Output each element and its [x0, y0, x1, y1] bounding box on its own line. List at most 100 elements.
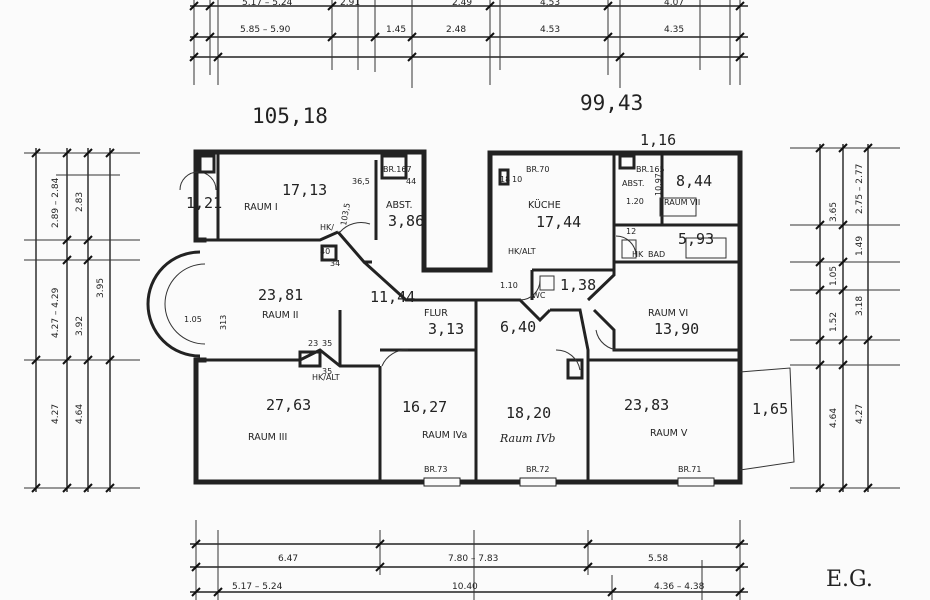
bottom-dim-2-2: 10.40	[452, 582, 478, 592]
room-3-area: 27,63	[266, 396, 311, 414]
br-70: BR.70	[526, 165, 549, 174]
total-right: 99,43	[580, 91, 643, 115]
left-dim-2: 2.83	[75, 192, 85, 212]
br-71: BR.71	[678, 465, 701, 474]
bath-area: 5,93	[678, 230, 714, 248]
top-dim-2-1: 5.85 – 5.90	[240, 25, 291, 35]
right-dim-5: 1.52	[829, 312, 839, 332]
label-35b: 35	[322, 367, 332, 376]
top-dim-2-4: 4.53	[540, 25, 560, 35]
terrace-area: 1,65	[752, 400, 788, 418]
right-dim-6: 3.18	[855, 296, 865, 316]
bottom-dim-2-1: 5.17 – 5.24	[232, 582, 283, 592]
kitchen-area: 17,44	[536, 213, 581, 231]
floor-stamp: E.G.	[826, 567, 873, 592]
hk-b: HK	[632, 250, 644, 259]
label-35a: 35	[322, 339, 332, 348]
top-dim-1-2: 2.91	[340, 0, 360, 8]
right-dimension-chains: 3.65 2.75 – 2.77 1.49 1.05 1.52 3.18 4.6…	[790, 143, 900, 493]
bottom-dim-1-2: 7.80 – 7.83	[448, 554, 498, 564]
label-1097: 10.97	[654, 173, 663, 196]
abst-1-area: 3,86	[388, 212, 424, 230]
label-110: 1.10	[500, 281, 518, 290]
room-4b-area: 18,20	[506, 404, 551, 422]
label-313: 313	[219, 315, 228, 330]
hk-a: HK/	[320, 223, 334, 232]
label-34: 34	[330, 259, 340, 268]
hk-alt-b: HK/ALT	[312, 373, 340, 382]
label-120: 1.20	[626, 197, 644, 206]
room-2-area: 23,81	[258, 286, 303, 304]
left-dim-1: 2.89 – 2.84	[51, 177, 61, 228]
br-167: BR.167	[383, 165, 412, 174]
bath-name: BAD	[648, 250, 665, 259]
room-1-name: RAUM I	[244, 202, 278, 213]
top-dim-2-5: 4.35	[664, 25, 684, 35]
kitchen-name: KÜCHE	[528, 200, 561, 211]
label-365: 36,5	[352, 177, 370, 186]
room-2-name: RAUM II	[262, 310, 299, 321]
room-4b-name: Raum IVb	[499, 432, 555, 445]
top-dim-1-1: 5.17 – 5.24	[242, 0, 293, 8]
room-3-name: RAUM III	[248, 432, 287, 443]
top-dim-2-3: 2.48	[446, 25, 466, 35]
total-small: 1,16	[640, 131, 676, 149]
annotations: BR.167 BR.70 BR.165 BR.73 BR.72 BR.71 HK…	[184, 165, 701, 474]
br-73: BR.73	[424, 465, 447, 474]
label-44: 44	[406, 177, 416, 186]
label-18: 18	[500, 175, 510, 184]
lobby-area: 6,40	[500, 318, 536, 336]
br-165: BR.165	[636, 165, 665, 174]
bottom-dimension-chains: 6.47 7.80 – 7.83 5.58 5.17 – 5.24 10.40 …	[190, 520, 748, 600]
room-labels: 1,21 17,13 RAUM I ABST. 3,86 23,81 RAUM …	[186, 172, 788, 445]
top-dim-1-5: 4.07	[664, 0, 684, 8]
room-5-area: 23,83	[624, 396, 669, 414]
br-72: BR.72	[526, 465, 549, 474]
top-dim-2-2: 1.45	[386, 25, 406, 35]
top-dim-1-3: 2.49	[452, 0, 472, 8]
label-12: 12	[626, 227, 636, 236]
right-dim-8: 4.27	[855, 404, 865, 424]
hall-area: 11,44	[370, 288, 415, 306]
left-dim-5: 3.95	[96, 278, 106, 298]
left-dim-6: 4.27	[51, 404, 61, 424]
flur-area: 3,13	[428, 320, 464, 338]
room-4a-area: 16,27	[402, 398, 447, 416]
wc-name: WC	[532, 291, 546, 300]
right-dim-3: 1.49	[855, 236, 865, 256]
room-5-name: RAUM V	[650, 428, 688, 439]
bottom-dim-2-3: 4.36 – 4.38	[654, 582, 705, 592]
room-1-area: 17,13	[282, 181, 327, 199]
room-6-name: RAUM VI	[648, 308, 688, 319]
top-dim-1-4: 4.53	[540, 0, 560, 8]
abst-1-name: ABST.	[386, 200, 413, 211]
right-dim-2: 2.75 – 2.77	[855, 164, 865, 214]
room-7-name: RAUM VII	[664, 198, 700, 207]
bay-area: 1,21	[186, 194, 222, 212]
right-dim-7: 4.64	[829, 408, 839, 428]
top-dimension-chains: 5.17 – 5.24 2.91 2.49 4.53 4.07 5.85 – 5…	[189, 0, 748, 88]
right-dim-4: 1.05	[829, 266, 839, 286]
bottom-dim-1-1: 6.47	[278, 554, 298, 564]
label-105: 1.05	[184, 315, 202, 324]
wc-area: 1,38	[560, 276, 596, 294]
label-23: 23	[308, 339, 318, 348]
room-4a-name: RAUM IVa	[422, 430, 467, 441]
label-1035: 103,5	[339, 202, 352, 226]
label-10: 10	[512, 175, 522, 184]
hk-alt-a: HK/ALT	[508, 247, 536, 256]
label-40: 40	[320, 247, 330, 256]
left-dim-7: 4.64	[75, 404, 85, 424]
flur-name: FLUR	[424, 308, 448, 319]
bottom-dim-1-3: 5.58	[648, 554, 668, 564]
room-6-area: 13,90	[654, 320, 699, 338]
room-7-area: 8,44	[676, 172, 712, 190]
left-dim-4: 3.92	[75, 316, 85, 336]
left-dim-3: 4.27 – 4.29	[51, 287, 61, 338]
abst-2-name: ABST.	[622, 179, 644, 188]
total-left: 105,18	[252, 104, 328, 128]
left-dimension-chains: 2.89 – 2.84 2.83 4.27 – 4.29 3.92 3.95 4…	[24, 148, 140, 493]
building-walls	[146, 149, 795, 487]
